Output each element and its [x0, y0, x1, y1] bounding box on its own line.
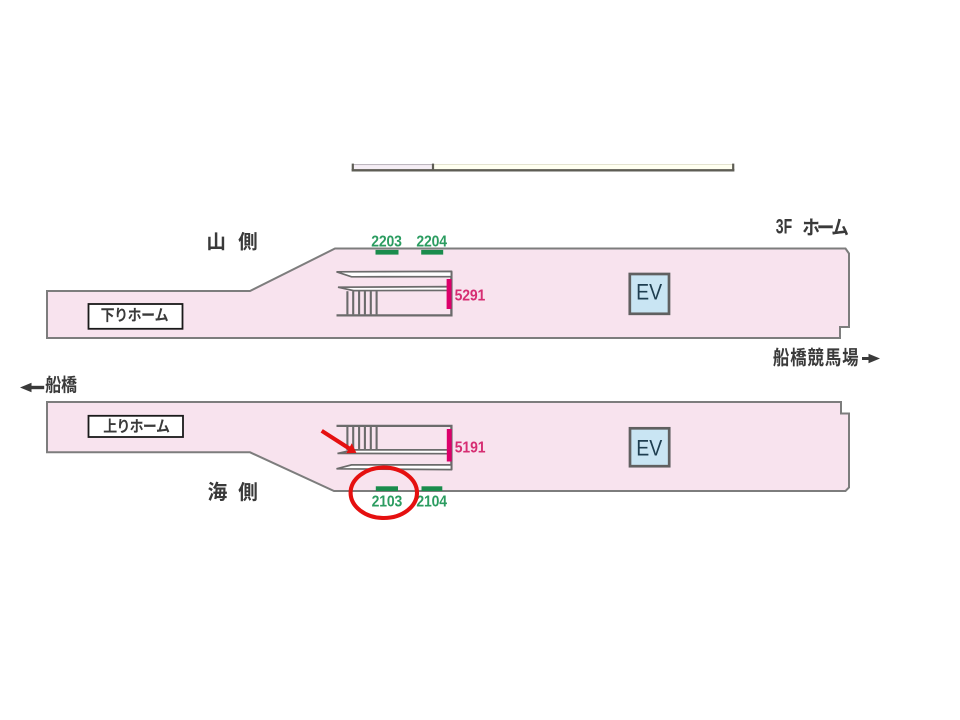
svg-text:EV: EV: [636, 436, 662, 461]
svg-text:5191: 5191: [455, 439, 486, 457]
svg-text:2104: 2104: [416, 493, 447, 511]
svg-text:2103: 2103: [372, 493, 403, 511]
svg-text:EV: EV: [636, 280, 662, 305]
svg-text:2203: 2203: [371, 233, 402, 251]
svg-text:2204: 2204: [416, 233, 447, 251]
svg-text:3F: 3F: [776, 215, 792, 239]
svg-text:5291: 5291: [455, 287, 486, 305]
